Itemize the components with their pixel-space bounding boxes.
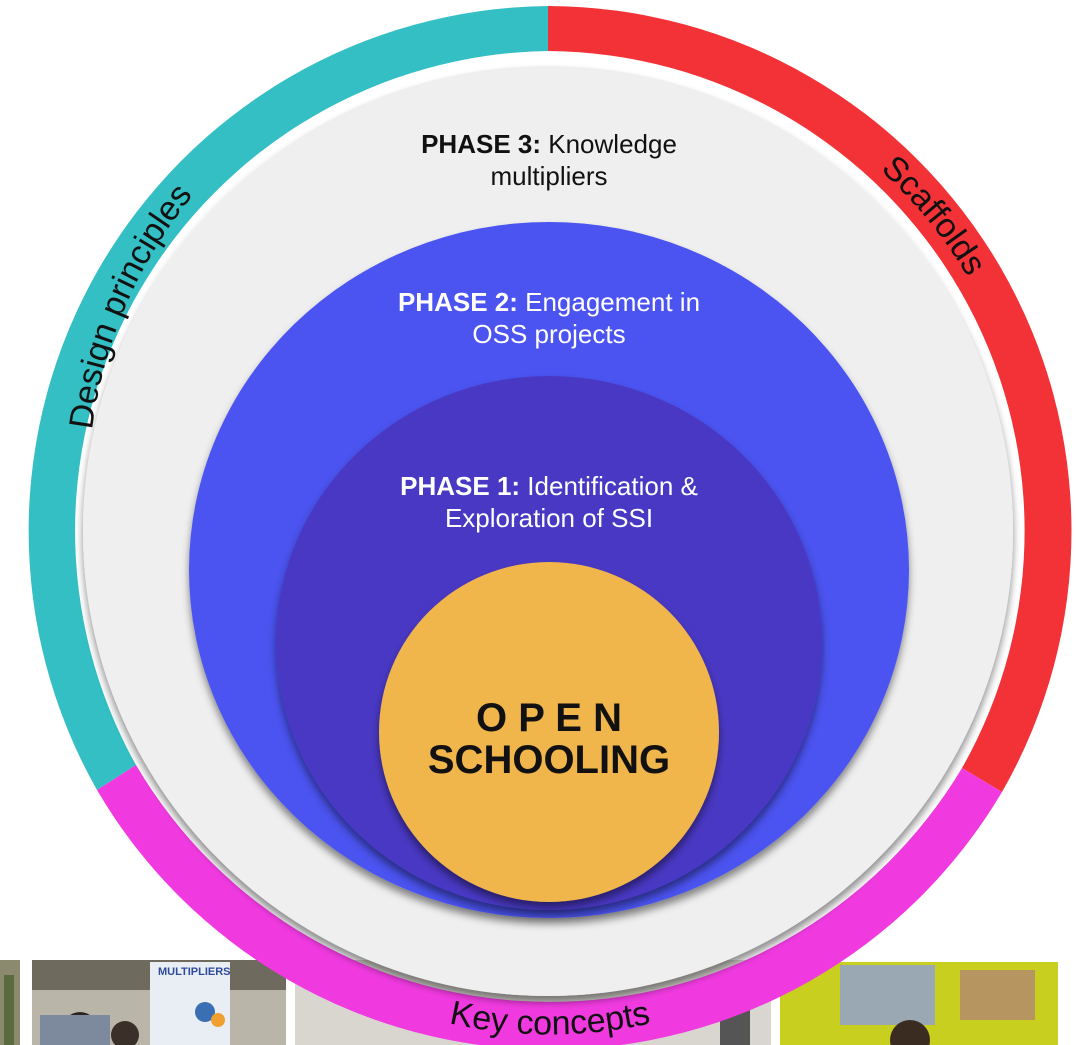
phase2-bold: PHASE 2: <box>398 287 518 317</box>
phase3-title: PHASE 3: Knowledge <box>421 129 677 159</box>
photo-lab <box>780 962 1058 1045</box>
core-line1: O P E N <box>476 696 622 740</box>
phase2-line1: Engagement in <box>525 287 700 317</box>
open-schooling-core <box>379 562 719 902</box>
phase1-line1: Identification & <box>527 471 698 501</box>
outer-ring <box>28 6 1072 1045</box>
photo-exhibition: MULTIPLIERS <box>32 960 286 1045</box>
phase1-title: PHASE 1: Identification & <box>400 471 698 501</box>
phase3-bold: PHASE 3: <box>421 129 541 159</box>
phase2-line2: OSS projects <box>472 319 625 349</box>
design-principles-segment <box>28 6 549 790</box>
phase3-line1: Knowledge <box>548 129 677 159</box>
phase1-line2: Exploration of SSI <box>445 503 653 533</box>
phase2-title: PHASE 2: Engagement in <box>398 287 700 317</box>
key-concepts-segment <box>97 765 1002 1045</box>
scaffolds-segment <box>548 6 1072 792</box>
phase3-line2: multipliers <box>490 161 607 191</box>
phase1-bold: PHASE 1: <box>400 471 520 501</box>
photo-plant <box>0 960 20 1045</box>
core-line2: SCHOOLING <box>428 738 670 782</box>
poster-title: MULTIPLIERS <box>158 966 231 978</box>
